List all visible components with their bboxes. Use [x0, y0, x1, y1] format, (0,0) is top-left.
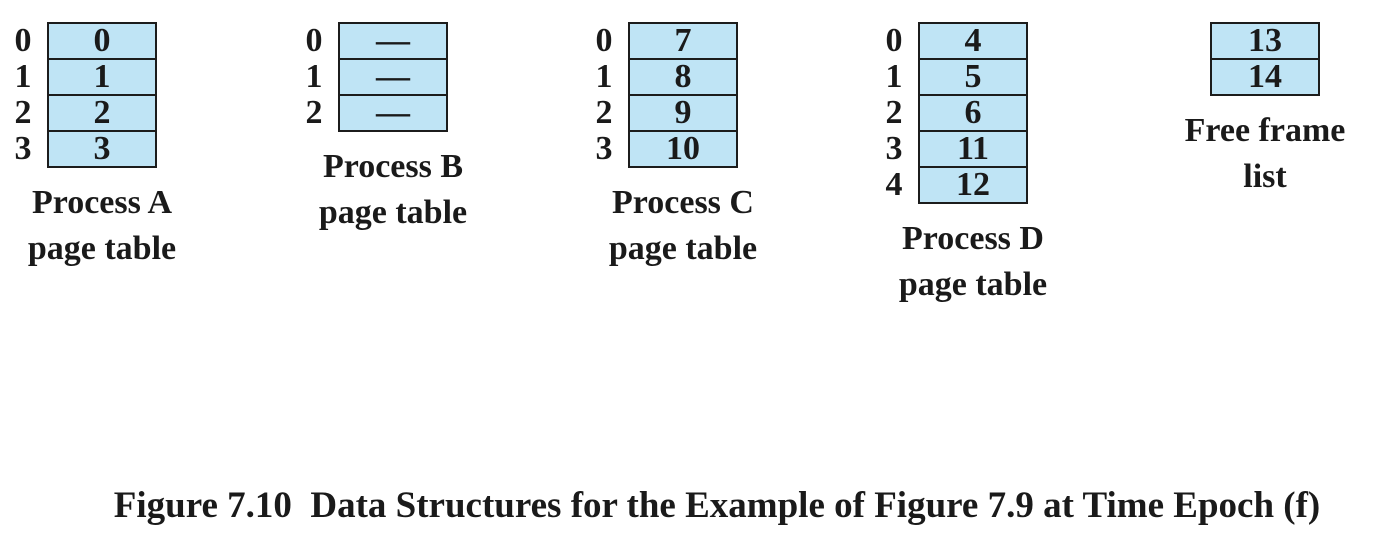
page-index: 2 [14, 94, 32, 131]
table-label: Process B page table [319, 144, 467, 236]
frame-cell: 6 [918, 94, 1028, 132]
page-index: 2 [305, 94, 323, 131]
page-index: 0 [305, 22, 323, 59]
page-index: 2 [595, 94, 613, 131]
page-index: 1 [14, 58, 32, 95]
table-label: Process C page table [609, 180, 757, 272]
table-label-line1: Process A [31, 184, 173, 221]
table-label: Process A page table [28, 180, 176, 272]
frame-cell: 1 [47, 58, 157, 96]
frame-cell: 9 [628, 94, 738, 132]
table-label-line1: Free frame [1184, 112, 1346, 149]
frame-cell: 13 [1210, 22, 1320, 60]
page-index: 0 [885, 22, 903, 59]
table-label-line1: Process B [322, 148, 464, 185]
page-index: 1 [305, 58, 323, 95]
table-label: Free frame list [1185, 108, 1346, 200]
page-index: 3 [595, 130, 613, 167]
frame-cell: 14 [1210, 58, 1320, 96]
frame-cell: 0 [47, 22, 157, 60]
frame-cell: 7 [628, 22, 738, 60]
frame-cell: 5 [918, 58, 1028, 96]
table-label-line2: list [1243, 158, 1287, 195]
page-index: 1 [885, 58, 903, 95]
frame-cell: — [338, 94, 448, 132]
frame-cell: 8 [628, 58, 738, 96]
frame-cell: 4 [918, 22, 1028, 60]
figure-caption: Figure 7.10 Data Structures for the Exam… [113, 485, 1321, 526]
frame-cell: 11 [918, 130, 1028, 168]
frame-cell: — [338, 22, 448, 60]
table-label-line2: page table [318, 194, 468, 231]
frame-cell: 2 [47, 94, 157, 132]
page-index: 0 [14, 22, 32, 59]
frame-cell: 3 [47, 130, 157, 168]
page-index: 4 [885, 166, 903, 203]
table-label-line1: Process D [902, 220, 1044, 257]
page-index: 0 [595, 22, 613, 59]
page-index: 3 [885, 130, 903, 167]
frame-cell: 12 [918, 166, 1028, 204]
table-label-line1: Process C [612, 184, 754, 221]
page-index: 1 [595, 58, 613, 95]
table-label-line2: page table [608, 230, 758, 267]
table-label: Process D page table [899, 216, 1047, 308]
table-label-line2: page table [898, 266, 1048, 303]
page-index: 3 [14, 130, 32, 167]
table-label-line2: page table [27, 230, 177, 267]
frame-cell: 10 [628, 130, 738, 168]
frame-cell: — [338, 58, 448, 96]
page-index: 2 [885, 94, 903, 131]
frame-cells: ——— [338, 22, 448, 132]
